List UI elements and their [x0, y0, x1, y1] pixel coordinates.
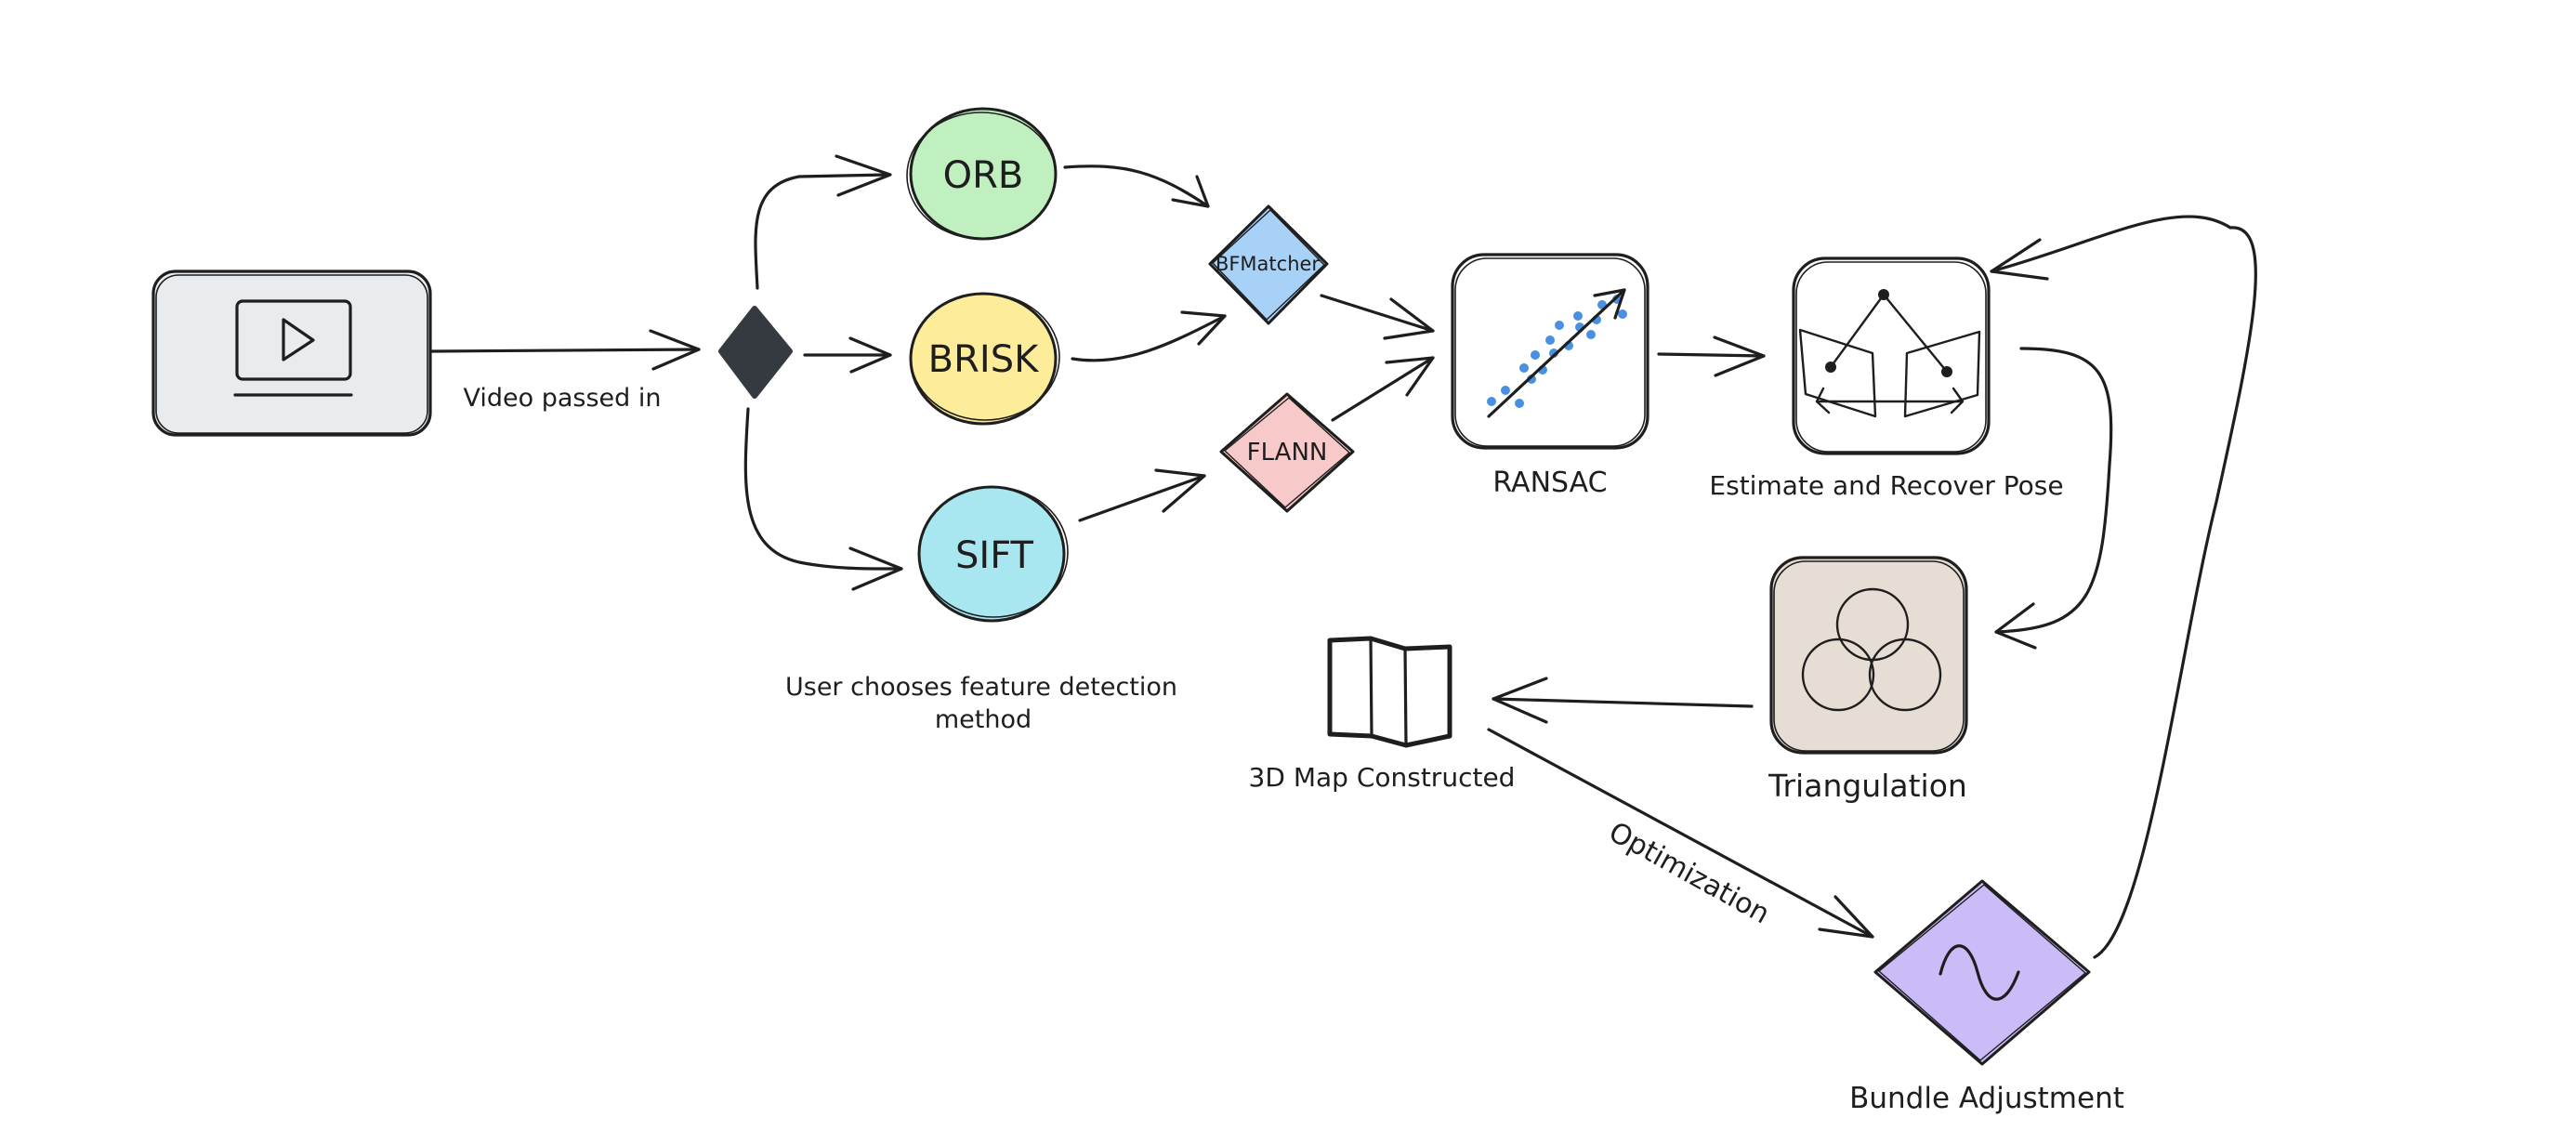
arrow-video-to-decision — [430, 329, 701, 371]
bfmatcher-label: BFMatcher — [1216, 253, 1320, 275]
arrow-map-to-bundle — [1487, 728, 1874, 939]
ransac-scatter-icon — [1487, 288, 1627, 418]
video-input-node[interactable] — [151, 270, 432, 437]
venn-icon — [1801, 587, 1942, 712]
arrow-pose-to-triangulation — [1994, 347, 2113, 650]
play-video-icon — [233, 299, 353, 397]
decision-node[interactable] — [718, 306, 793, 399]
sift-label: SIFT — [955, 534, 1033, 577]
flann-node[interactable]: FLANN — [1219, 392, 1355, 513]
arrow-brisk-to-bfmatcher — [1071, 310, 1227, 362]
optimization-label: Optimization — [1603, 816, 1775, 931]
ransac-label: RANSAC — [1492, 467, 1607, 499]
pose-label: Estimate and Recover Pose — [1709, 470, 2063, 501]
sift-node[interactable]: SIFT — [917, 485, 1069, 623]
orb-label: ORB — [943, 154, 1024, 197]
arrow-flann-to-ransac — [1331, 356, 1435, 422]
video-label: Video passed in — [464, 384, 662, 413]
arrow-decision-to-orb — [754, 154, 892, 290]
arrow-bundle-to-pose — [1990, 215, 2257, 959]
arrow-decision-to-brisk — [803, 336, 892, 374]
arrow-triangulation-to-map — [1492, 677, 1754, 724]
bundle-adjustment-label: Bundle Adjustment — [1849, 1082, 2124, 1115]
arrow-decision-to-sift — [743, 407, 903, 591]
arrow-sift-to-flann — [1078, 468, 1206, 522]
feature-choice-caption-line2: method — [935, 705, 1032, 734]
sine-wave-icon — [1939, 944, 2020, 1001]
camera-pose-icon — [1798, 289, 1981, 418]
feature-choice-caption-line1: User chooses feature detection — [785, 673, 1177, 702]
flann-label: FLANN — [1247, 439, 1328, 467]
triangulation-label: Triangulation — [1768, 768, 1967, 804]
arrow-ransac-to-pose — [1657, 335, 1766, 377]
map-label: 3D Map Constructed — [1249, 762, 1516, 793]
bundle-adjustment-node[interactable] — [1873, 879, 2091, 1066]
arrow-orb-to-bfmatcher — [1063, 164, 1210, 208]
arrow-bfmatcher-to-ransac — [1320, 294, 1435, 340]
orb-node[interactable]: ORB — [906, 107, 1058, 241]
brisk-node[interactable]: BRISK — [909, 292, 1060, 426]
map-node[interactable] — [1327, 636, 1452, 748]
triangulation-node[interactable] — [1769, 556, 1968, 755]
bfmatcher-node[interactable]: BFMatcher — [1208, 204, 1329, 325]
connectors — [430, 154, 2257, 959]
pose-node[interactable] — [1792, 256, 1991, 455]
brisk-label: BRISK — [928, 338, 1040, 381]
ransac-node[interactable] — [1451, 253, 1649, 450]
map-icon — [1327, 636, 1452, 748]
